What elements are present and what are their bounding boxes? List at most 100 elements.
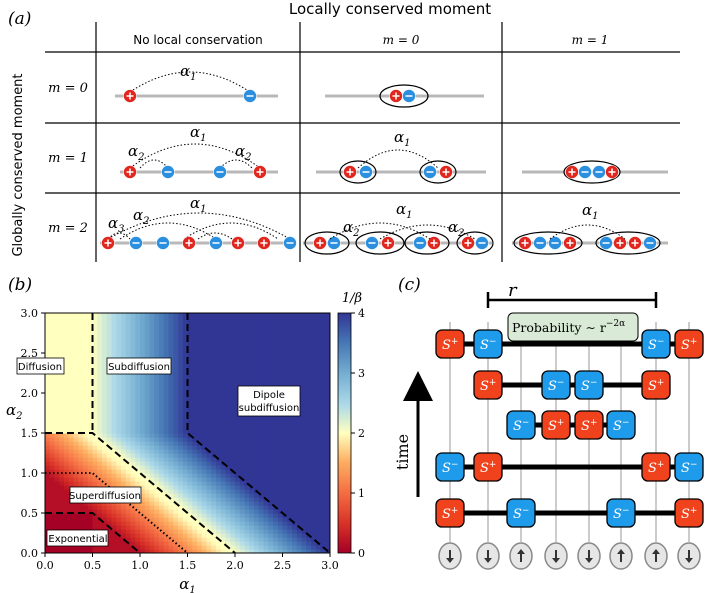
x-tick-label: 3.0 xyxy=(321,559,339,572)
heatmap-cell xyxy=(140,317,146,322)
heatmap-cell xyxy=(102,409,108,414)
heatmap-cell xyxy=(121,313,127,318)
heatmap-cell xyxy=(235,461,241,466)
heatmap-cell xyxy=(249,473,255,478)
heatmap-cell xyxy=(59,505,65,510)
heatmap-cell xyxy=(135,397,141,402)
heatmap-cell xyxy=(277,521,284,526)
heatmap-cell xyxy=(97,461,103,466)
heatmap-cell xyxy=(102,393,108,398)
heatmap-cell xyxy=(311,369,317,374)
heatmap-cell xyxy=(263,373,269,378)
heatmap-cell xyxy=(197,429,203,434)
heatmap-cell xyxy=(301,325,307,330)
heatmap-cell xyxy=(173,381,179,386)
heatmap-cell xyxy=(192,545,198,550)
heatmap-cell xyxy=(125,317,132,322)
alpha-subscript: 1 xyxy=(406,210,412,221)
heatmap-cell xyxy=(173,413,179,418)
heatmap-cell xyxy=(244,441,250,446)
heatmap-cell xyxy=(135,533,141,538)
heatmap-cell xyxy=(287,457,293,462)
heatmap-cell xyxy=(154,377,160,382)
heatmap-cell xyxy=(192,457,198,462)
heatmap-cell xyxy=(116,417,122,422)
heatmap-cell xyxy=(292,357,298,362)
heatmap-cell xyxy=(173,489,179,494)
heatmap-cell xyxy=(106,425,113,430)
heatmap-cell xyxy=(320,433,326,438)
heatmap-cell xyxy=(268,333,274,338)
heatmap-cell xyxy=(306,361,312,366)
heatmap-cell xyxy=(163,349,170,354)
heatmap-cell xyxy=(192,513,198,518)
heatmap-cell xyxy=(130,517,136,522)
heatmap-cell xyxy=(239,337,246,342)
heatmap-cell xyxy=(116,461,122,466)
heatmap-cell xyxy=(49,333,56,338)
heatmap-cell xyxy=(106,417,113,422)
heatmap-cell xyxy=(287,369,293,374)
heatmap-cell xyxy=(249,361,255,366)
heatmap-cell xyxy=(282,517,288,522)
operator-superscript: + xyxy=(451,506,459,516)
spin-arrow-head xyxy=(652,549,660,554)
heatmap-cell xyxy=(258,549,265,553)
heatmap-cell xyxy=(230,313,236,318)
heatmap-cell xyxy=(83,437,89,442)
heatmap-cell xyxy=(73,465,79,470)
heatmap-cell xyxy=(73,389,79,394)
heatmap-cell xyxy=(140,429,146,434)
heatmap-cell xyxy=(144,337,151,342)
heatmap-cell xyxy=(54,393,60,398)
heatmap-cell xyxy=(263,449,269,454)
heatmap-cell xyxy=(125,469,132,474)
heatmap-cell xyxy=(54,549,60,553)
heatmap-cell xyxy=(216,389,222,394)
heatmap-cell xyxy=(140,337,146,342)
heatmap-cell xyxy=(154,521,160,526)
heatmap-cell xyxy=(325,321,330,326)
coupling-arc xyxy=(329,222,431,240)
heatmap-cell xyxy=(249,477,255,482)
heatmap-cell xyxy=(235,517,241,522)
heatmap-cell xyxy=(216,533,222,538)
heatmap-cell xyxy=(225,421,231,426)
heatmap-cell xyxy=(121,521,127,526)
heatmap-cell xyxy=(244,525,250,530)
heatmap-cell xyxy=(320,409,326,414)
heatmap-cell xyxy=(244,365,250,370)
heatmap-cell xyxy=(121,505,127,510)
heatmap-cell xyxy=(292,513,298,518)
heatmap-cell xyxy=(154,373,160,378)
heatmap-cell xyxy=(140,501,146,506)
heatmap-cell xyxy=(92,417,98,422)
heatmap-cell xyxy=(140,509,146,514)
heatmap-cell xyxy=(173,437,179,442)
heatmap-cell xyxy=(49,449,56,454)
heatmap-cell xyxy=(45,341,51,346)
heatmap-cell xyxy=(201,361,208,366)
heatmap-cell xyxy=(301,465,307,470)
heatmap-cell xyxy=(320,381,326,386)
heatmap-cell xyxy=(140,545,146,550)
heatmap-cell xyxy=(187,465,193,470)
heatmap-cell xyxy=(254,317,260,322)
heatmap-cell xyxy=(192,357,198,362)
heatmap-cell xyxy=(182,533,189,538)
heatmap-cell xyxy=(273,429,279,434)
heatmap-cell xyxy=(282,345,288,350)
heatmap-cell xyxy=(45,497,51,502)
heatmap-cell xyxy=(111,517,117,522)
heatmap-cell xyxy=(121,345,127,350)
heatmap-cell xyxy=(116,325,122,330)
heatmap-cell xyxy=(292,417,298,422)
heatmap-cell xyxy=(187,509,193,514)
heatmap-cell xyxy=(45,377,51,382)
heatmap-cell xyxy=(211,325,217,330)
heatmap-cell xyxy=(296,549,303,553)
heatmap-cell xyxy=(83,321,89,326)
heatmap-cell xyxy=(296,429,303,434)
heatmap-cell xyxy=(106,461,113,466)
heatmap-cell xyxy=(121,329,127,334)
